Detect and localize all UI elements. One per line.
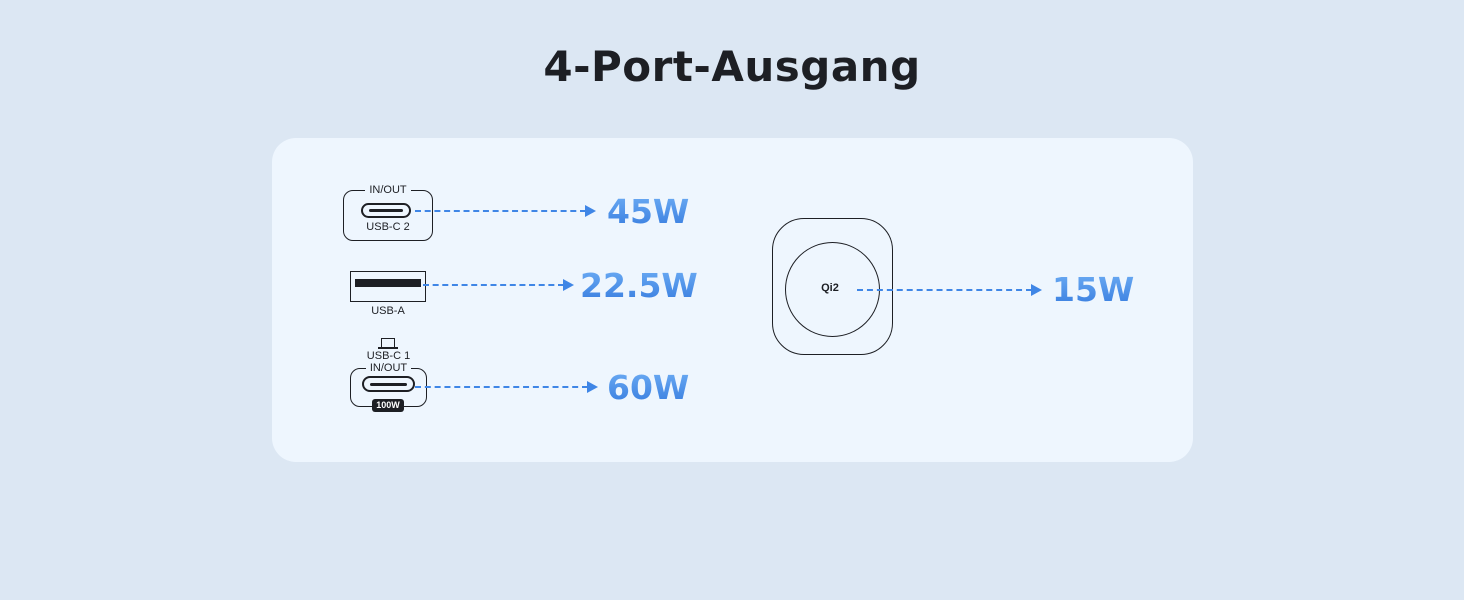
laptop-base [378,347,398,349]
usb-c-port-icon [362,376,415,392]
laptop-icon [381,338,395,347]
usb-c1-output: 60W [607,368,690,407]
charger-body [772,218,893,355]
arrow-icon [423,279,574,291]
arrow-icon [415,205,596,217]
usb-c1-tag: IN/OUT [366,362,411,374]
usb-c2-output: 45W [607,192,690,231]
usb-c2-label: USB-C 2 [366,221,410,233]
usb-c-port-icon [361,203,411,218]
usb-a-port-icon [350,271,426,302]
usb-c1-badge: 100W [372,399,404,412]
arrow-icon [857,284,1042,296]
usb-a-output: 22.5W [580,266,698,305]
page-title: 4-Port-Ausgang [543,42,921,91]
arrow-icon [415,381,598,393]
usb-a-label: USB-A [371,305,405,317]
usb-c2-tag: IN/OUT [365,184,411,196]
usb-c1-label: USB-C 1 [366,350,411,362]
qi2-logo: Qi2 [821,282,839,294]
wireless-output: 15W [1052,270,1135,309]
